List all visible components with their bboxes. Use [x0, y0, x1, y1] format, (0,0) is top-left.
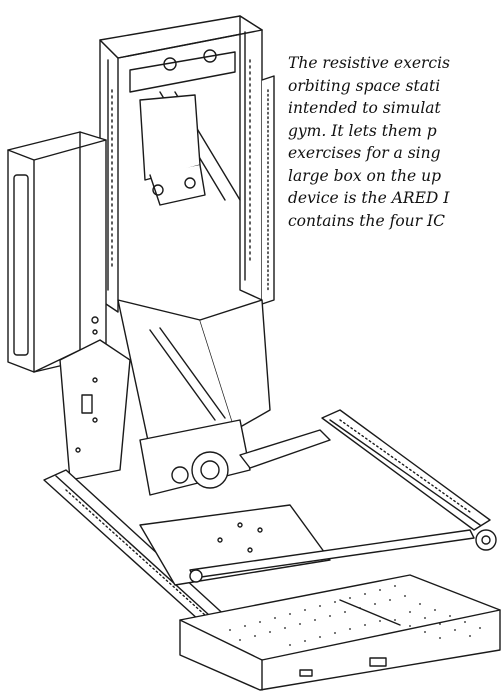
- caption-line: intended to simulat: [288, 99, 441, 117]
- base-plate: [139, 504, 331, 586]
- caption-line: device is the ARED I: [288, 189, 450, 207]
- platform-perforations: [229, 585, 481, 646]
- front-slot: [299, 669, 313, 677]
- control-box: [7, 131, 107, 373]
- caption-line: exercises for a sing: [288, 144, 441, 162]
- caption-line: The resistive exercis: [288, 54, 451, 72]
- upright-frame: [99, 15, 263, 313]
- lower-trunk: [59, 299, 271, 481]
- caption-line: gym. It lets them p: [288, 121, 437, 140]
- right-arm: [239, 409, 497, 551]
- caption-line: contains the four IC: [288, 211, 445, 230]
- caption-line: large box on the up: [288, 166, 442, 185]
- tower-cross-members: [129, 49, 241, 206]
- caption-line: orbiting space stati: [288, 76, 441, 95]
- cross-bar: [189, 529, 475, 583]
- front-label-plate: [369, 657, 387, 667]
- side-rail: [261, 75, 275, 305]
- caption-text: The resistive exercis orbiting space sta…: [288, 52, 504, 232]
- pivot-assembly: [139, 419, 251, 496]
- foot-platform: [179, 574, 501, 691]
